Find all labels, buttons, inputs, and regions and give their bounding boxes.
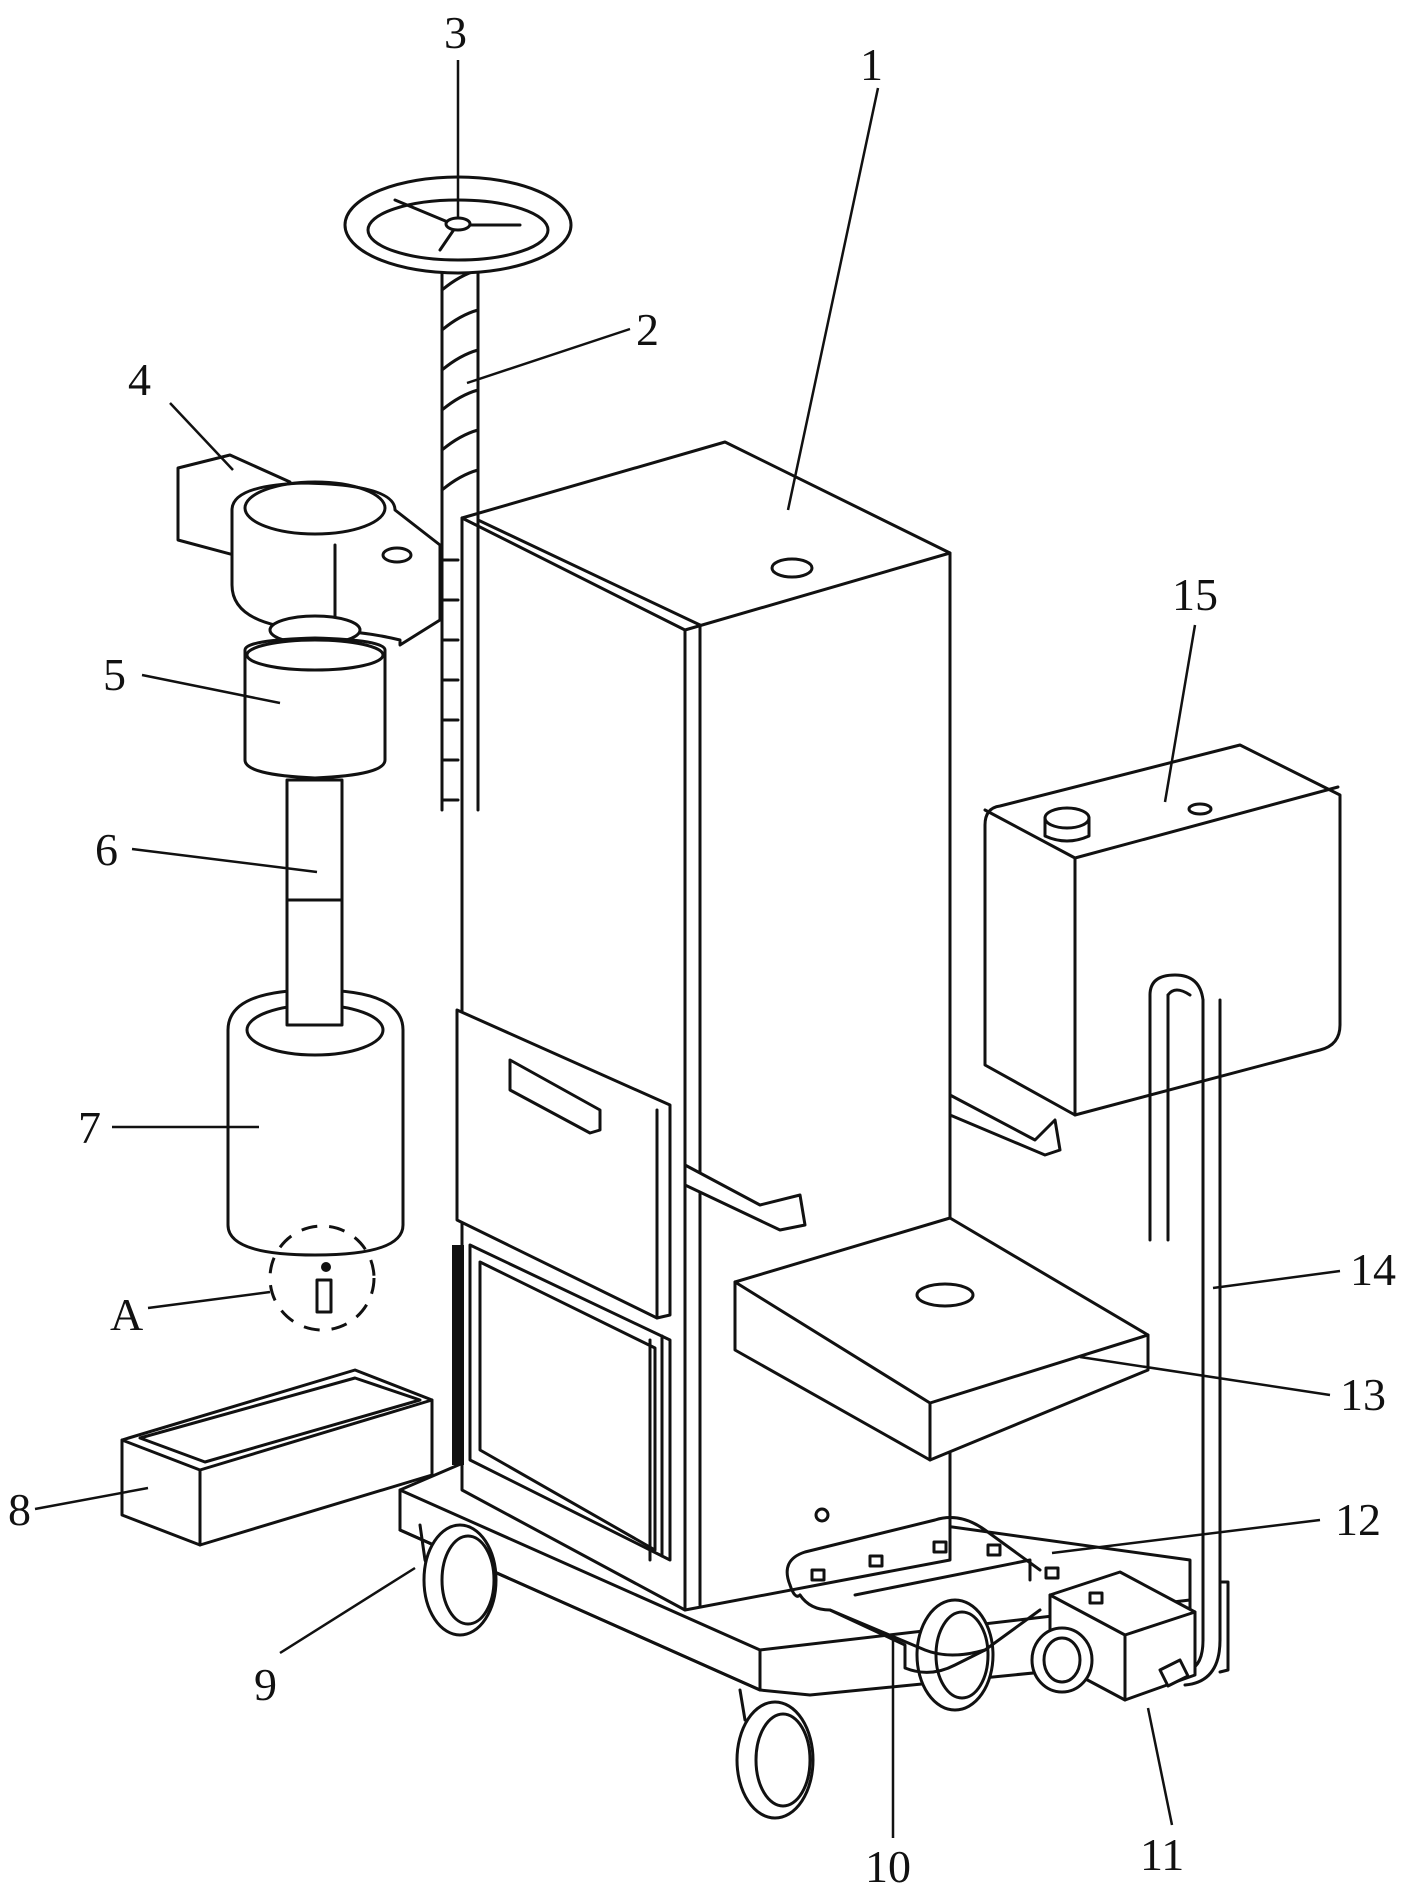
caster-wheel-front	[735, 1688, 815, 1820]
side-tray	[120, 1368, 434, 1547]
spray-pipe-frame	[785, 1516, 1042, 1674]
lifting-bracket	[176, 453, 442, 647]
label-15: 15	[1172, 569, 1218, 620]
leader-1	[786, 87, 880, 511]
drawer-lower	[452, 1243, 672, 1562]
support-plate	[733, 1216, 1150, 1462]
leader-2	[466, 327, 631, 385]
label-8: 8	[8, 1484, 31, 1535]
label-11: 11	[1140, 1829, 1184, 1880]
water-pump	[1030, 1570, 1197, 1702]
leader-6	[131, 847, 318, 874]
detail-callout-A	[268, 1224, 376, 1332]
leader-12	[1051, 1518, 1321, 1555]
leader-9	[279, 1566, 416, 1655]
label-3: 3	[444, 7, 467, 58]
leader-5	[141, 673, 281, 705]
side-hook-right	[948, 1093, 1062, 1157]
label-4: 4	[128, 354, 151, 405]
label-14: 14	[1350, 1244, 1396, 1295]
label-9: 9	[254, 1659, 277, 1710]
label-7: 7	[78, 1102, 101, 1153]
cylindrical-head	[226, 898, 405, 1257]
label-13: 13	[1340, 1369, 1386, 1420]
leader-A	[147, 1290, 271, 1310]
reference-labels: 1 2 3 4 5 6 7 A 8 9 10 11 12 13 14 15	[8, 7, 1396, 1886]
water-tank	[983, 743, 1342, 1117]
label-10: 10	[865, 1841, 911, 1886]
threaded-lead-screw	[440, 243, 480, 812]
leader-11	[1146, 1707, 1174, 1826]
label-A: A	[110, 1289, 143, 1340]
label-12: 12	[1335, 1494, 1381, 1545]
leader-lines	[34, 60, 1341, 1838]
motor-housing	[243, 614, 387, 780]
leader-14	[1212, 1269, 1341, 1290]
leader-13	[1079, 1355, 1331, 1397]
caster-wheel-left	[418, 1523, 498, 1637]
side-hook-left	[683, 1163, 807, 1232]
leader-4	[169, 402, 234, 471]
label-5: 5	[103, 649, 126, 700]
label-2: 2	[636, 304, 659, 355]
leader-8	[34, 1486, 149, 1511]
spray-nozzles	[810, 1540, 1104, 1605]
leader-15	[1163, 624, 1197, 803]
label-1: 1	[860, 39, 883, 90]
label-6: 6	[95, 824, 118, 875]
drawer-upper	[455, 1008, 672, 1320]
